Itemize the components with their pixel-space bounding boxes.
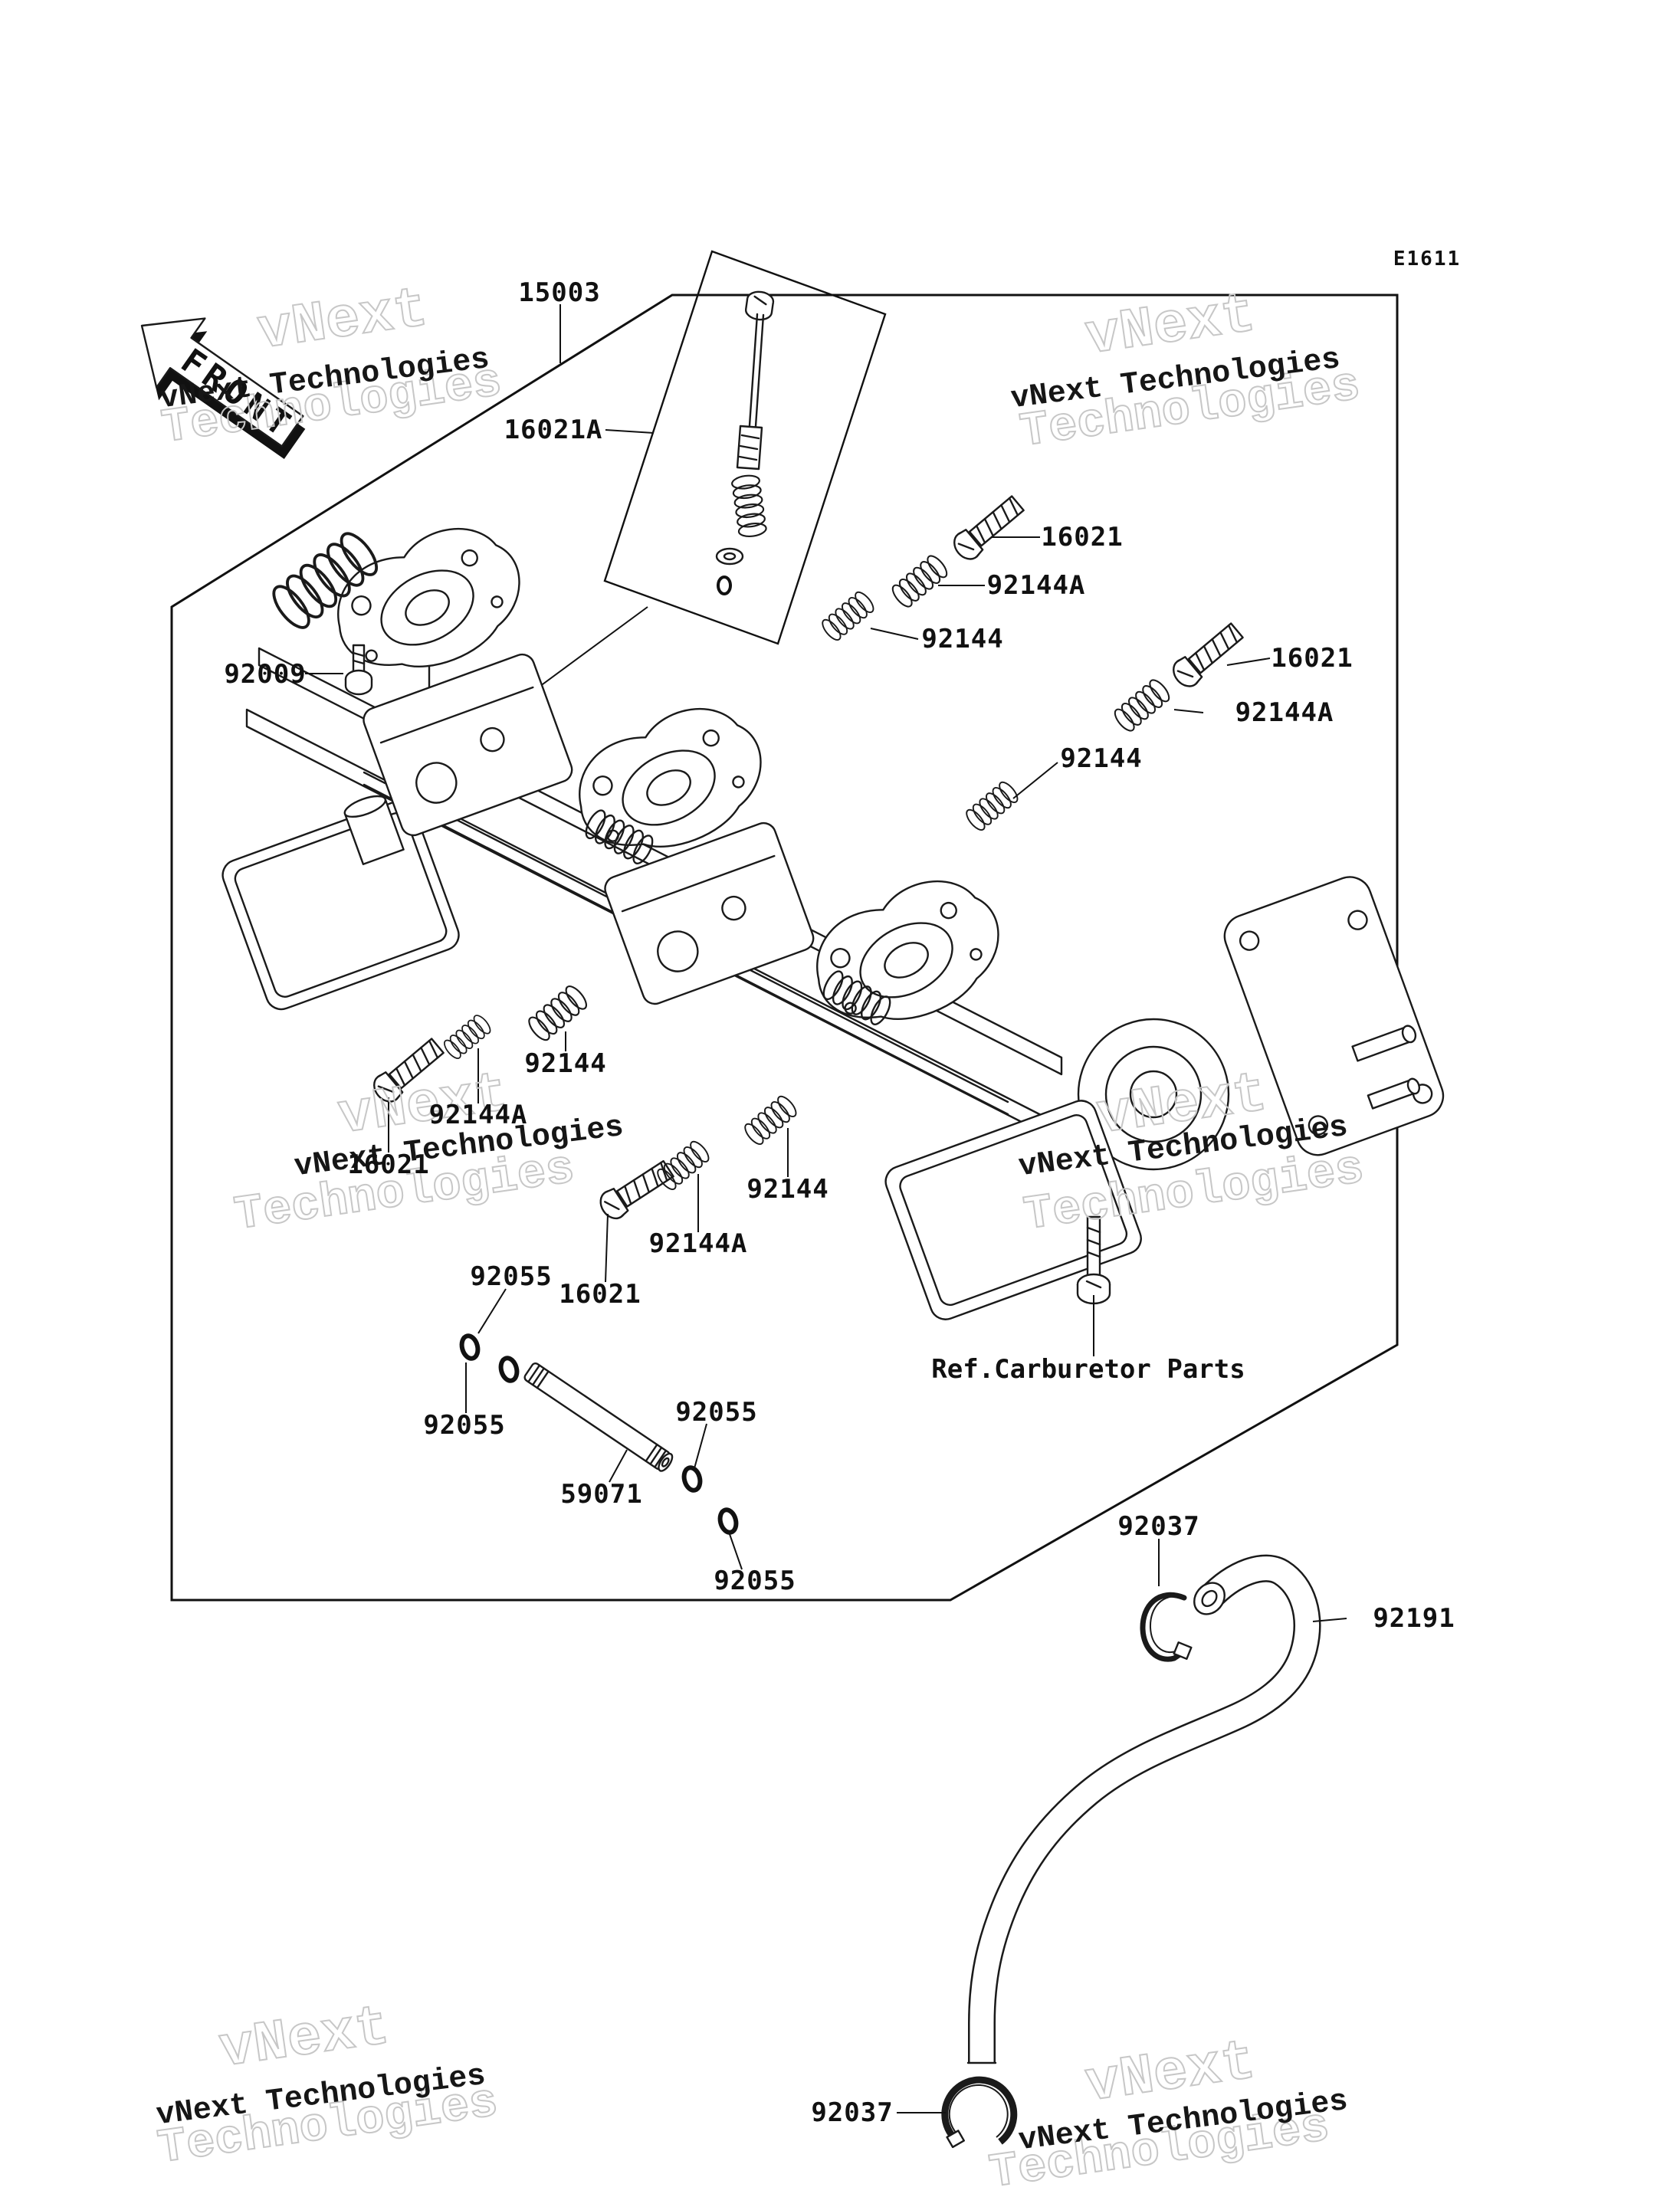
part-label-callout-92144-2: 92144 (1060, 743, 1143, 774)
part-label-callout-92037-1: 92037 (1117, 1511, 1200, 1542)
part-label-callout-92144A-4: 92144A (648, 1228, 748, 1259)
part-label-callout-92144-4: 92144 (746, 1174, 829, 1205)
part-label-callout-92144A-2: 92144A (1235, 697, 1334, 728)
front-arrow: FRONT (140, 317, 306, 460)
part-label-callout-16021-4: 16021 (559, 1279, 641, 1310)
part-label-callout-92144-3: 92144 (524, 1048, 607, 1079)
idle-screw-inset-box (501, 250, 887, 715)
part-label-callout-ref-carburetor-parts: Ref.Carburetor Parts (931, 1354, 1245, 1385)
spring-92144A-top1 (888, 552, 951, 611)
carburetor-assembly-drawing (221, 510, 1445, 1320)
watermark-top-right: vNext Technologies vNext Technologies (1009, 282, 1364, 461)
carburetor-body-3 (884, 876, 1445, 1320)
part-label-callout-15003: 15003 (518, 277, 601, 308)
part-label-callout-16021-2: 16021 (1271, 643, 1354, 674)
watermark-bottom-right: vNext Technologies vNext Technologies (986, 2029, 1350, 2197)
part-label-callout-92144A-3: 92144A (428, 1100, 528, 1130)
part-label-callout-92144A-1: 92144A (986, 570, 1086, 601)
part-label-callout-16021-3: 16021 (347, 1149, 430, 1180)
spring-92144A-bottom1 (441, 1012, 494, 1062)
carburetor-body-1 (363, 653, 573, 837)
part-label-callout-92055-4: 92055 (714, 1566, 796, 1596)
oring-92055-a (459, 1334, 480, 1360)
clamp-92037-2 (941, 2076, 1018, 2149)
carburetor-body-2 (604, 821, 815, 1005)
part-label-callout-16021-1: 16021 (1041, 522, 1124, 553)
spring-92144-bottom2 (741, 1093, 800, 1148)
spring-92144-top1 (819, 589, 878, 644)
spring-92144-top3 (963, 779, 1022, 834)
spring-92144-bottom1 (524, 982, 591, 1044)
part-label-callout-59071: 59071 (560, 1479, 643, 1510)
part-label-callout-16021A: 16021A (504, 415, 603, 445)
part-label-callout-92037-2: 92037 (811, 2097, 894, 2128)
screw-16021-top2 (1167, 618, 1248, 693)
part-label-callout-92191: 92191 (1373, 1603, 1455, 1634)
leader-lines (305, 304, 1347, 2113)
diagram-code: E1611 (1393, 248, 1462, 271)
oring-92055-b (498, 1356, 519, 1382)
part-label-callout-92009: 92009 (224, 659, 307, 690)
oring-92055-c (681, 1466, 702, 1492)
watermark-outline-text: vNext (216, 1995, 394, 2083)
float-bowl-left (221, 799, 460, 1011)
part-label-callout-92055-1: 92055 (470, 1261, 553, 1292)
part-label-callout-92055-3: 92055 (675, 1397, 758, 1428)
screw-92009 (344, 644, 373, 696)
hose-92191 (966, 1554, 1321, 2064)
part-label-callout-92055-2: 92055 (423, 1410, 506, 1441)
clamp-92037-1 (1140, 1592, 1193, 1662)
watermark-bottom-left: vNext Technologies vNext Technologies (154, 1995, 502, 2177)
assembly-boundary-box (170, 293, 1399, 1602)
screw-16021-top1 (948, 490, 1029, 566)
drain-screw (1076, 1215, 1111, 1305)
part-label-callout-92144-1: 92144 (921, 624, 1004, 654)
idle-screw-assembly (715, 290, 775, 595)
oring-92055-d (717, 1508, 738, 1534)
pipe-59071 (523, 1362, 674, 1472)
spring-92144A-top2 (1111, 676, 1173, 735)
